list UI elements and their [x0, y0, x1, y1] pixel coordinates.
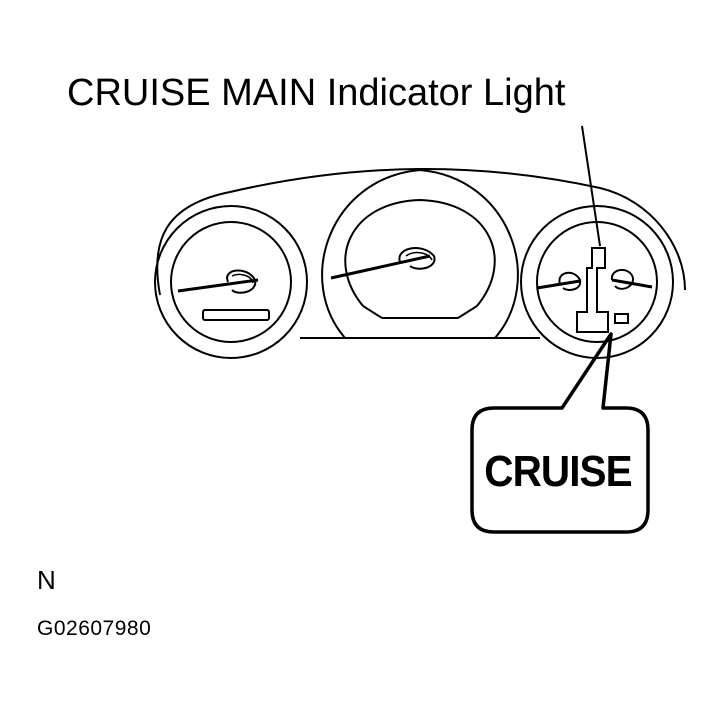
figure-code-id: G02607980 [37, 617, 152, 640]
indicator-title: CRUISE MAIN Indicator Light [67, 72, 566, 114]
left-gauge [154, 205, 308, 359]
callout-box [470, 332, 650, 534]
right-gauge [520, 205, 674, 359]
center-gauge [321, 168, 519, 339]
cruise-indicator-icon [614, 313, 629, 324]
cluster-housing [156, 168, 686, 296]
figure-code-n: N [37, 565, 56, 595]
title-leader-line [581, 125, 601, 247]
callout-label: CRUISE [484, 447, 632, 496]
